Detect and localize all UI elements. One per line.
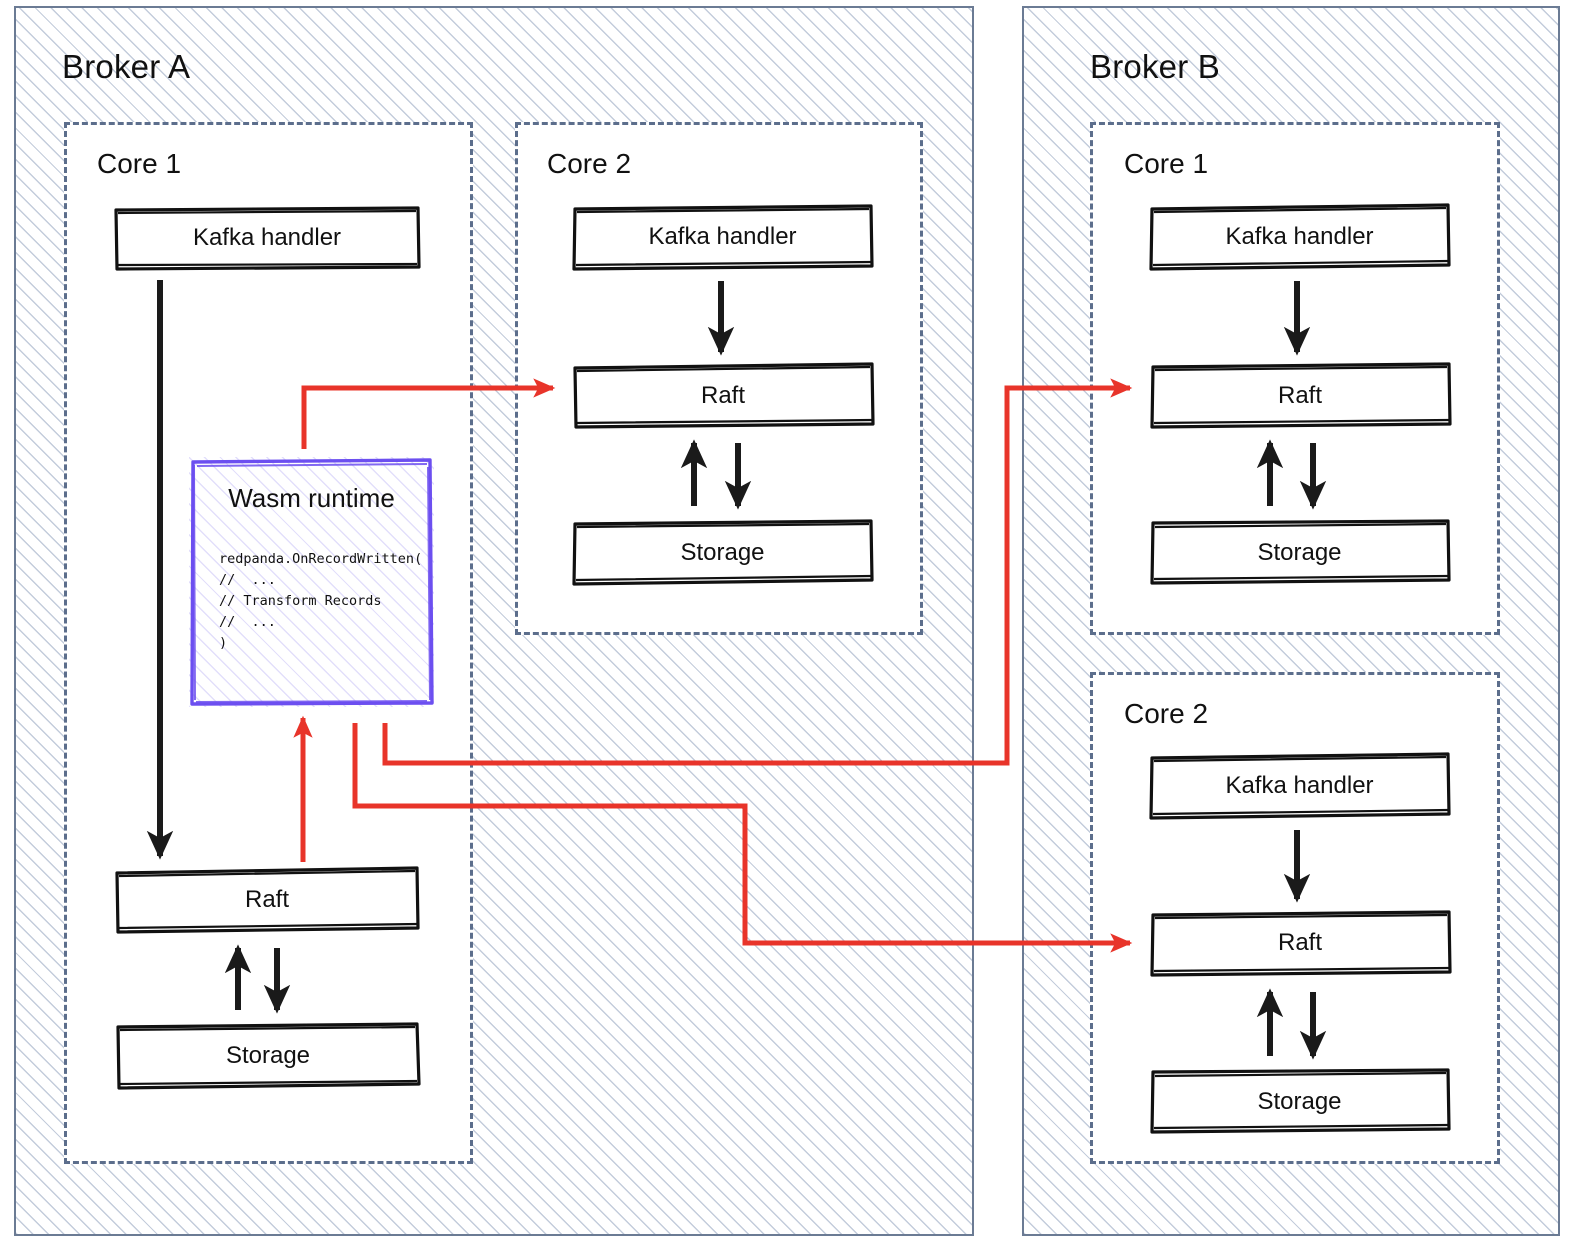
broker-a-core-1-kafka-handler[interactable]: Kafka handler: [113, 205, 421, 271]
broker-a-core-2-title: Core 2: [547, 148, 632, 179]
broker-b-core-1-storage[interactable]: Storage: [1148, 519, 1451, 586]
wasm-runtime-title: Wasm runtime: [228, 483, 395, 513]
broker-b-core-1-title: Core 1: [1124, 148, 1209, 179]
sketch-border: [572, 204, 874, 271]
sketch-border: [572, 519, 874, 586]
broker-a-core-1-storage[interactable]: Storage: [115, 1022, 421, 1090]
broker-a-core-2-raft[interactable]: Raft: [571, 361, 875, 430]
broker-b-core-2-storage[interactable]: Storage: [1148, 1068, 1451, 1135]
sketch-border: [116, 1022, 421, 1090]
broker-b-core-2-title: Core 2: [1124, 698, 1209, 729]
wasm-runtime-code: redpanda.OnRecordWritten( // ... // Tran…: [219, 551, 423, 651]
sketch-border: [1150, 519, 1451, 585]
broker-b-core-2-kafka-handler[interactable]: Kafka handler: [1148, 752, 1451, 820]
broker-b-core-1-raft[interactable]: Raft: [1148, 361, 1452, 430]
broker-a-core-2-storage[interactable]: Storage: [571, 519, 874, 586]
broker-b-title: Broker B: [1090, 48, 1220, 85]
broker-a-core-1-title: Core 1: [97, 148, 182, 179]
broker-a-core-1-raft[interactable]: Raft: [113, 866, 421, 934]
broker-a-core-2-kafka-handler[interactable]: Kafka handler: [571, 203, 874, 271]
broker-a-title: Broker A: [62, 48, 191, 85]
broker-b-core-1-kafka-handler[interactable]: Kafka handler: [1148, 203, 1451, 271]
sketch-border: [1150, 1068, 1451, 1134]
sketch-border: [1150, 362, 1452, 429]
sketch-border: [1150, 910, 1452, 977]
sketch-border: [1149, 203, 1451, 271]
wasm-runtime-box[interactable]: Wasm runtime redpanda.OnRecordWritten( /…: [189, 457, 434, 707]
sketch-border: [114, 206, 421, 271]
broker-b-core-2-raft[interactable]: Raft: [1148, 908, 1452, 978]
sketch-border: [115, 866, 420, 934]
sketch-border: [573, 362, 875, 429]
sketch-border: [1149, 752, 1451, 820]
